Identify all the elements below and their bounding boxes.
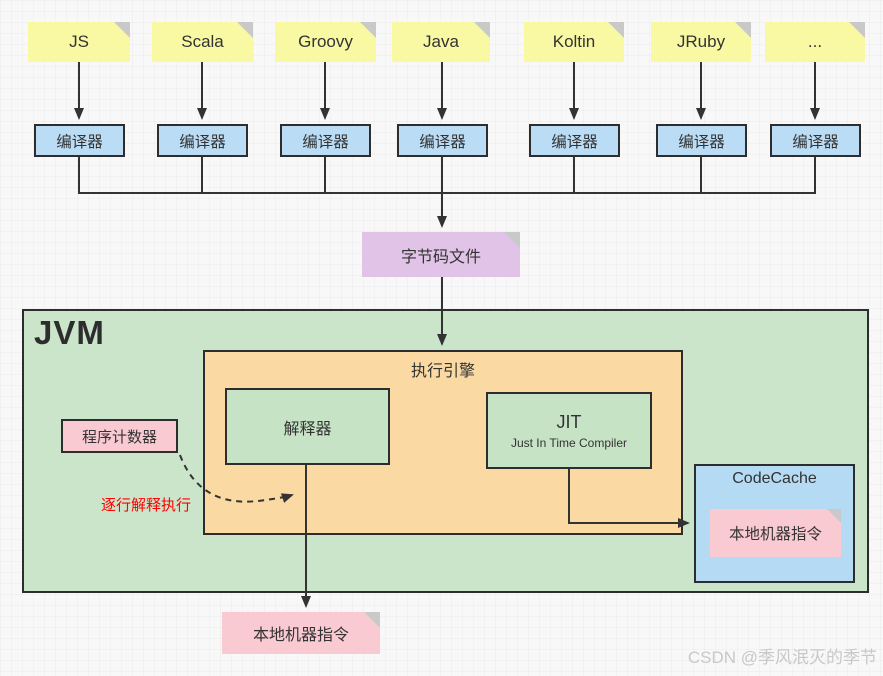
compiler-box-3: 编译器 (280, 124, 371, 157)
language-label: ... (807, 32, 823, 51)
note-fold-corner (360, 22, 376, 38)
language-note-others: ... (765, 22, 865, 62)
bytecode-note: 字节码文件 (362, 232, 520, 277)
note-fold-corner (504, 232, 520, 248)
compiler-box-5: 编译器 (529, 124, 620, 157)
native-instructions-label: 本地机器指令 (252, 627, 349, 644)
jit-box: JIT Just In Time Compiler (486, 392, 652, 469)
program-counter-label: 程序计数器 (81, 428, 157, 446)
note-fold-corner (735, 22, 751, 38)
compiler-label: 编译器 (56, 133, 103, 151)
codecache-native-note: 本地机器指令 (710, 509, 841, 557)
native-instructions-note: 本地机器指令 (222, 612, 380, 654)
jit-subtitle: Just In Time Compiler (510, 435, 628, 450)
interpreter-label: 解释器 (283, 420, 332, 438)
jvm-title: JVM (34, 314, 105, 351)
interpreter-box: 解释器 (225, 388, 390, 465)
compiler-bus-line (78, 157, 816, 194)
compiler-box-1: 编译器 (34, 124, 125, 157)
compiler-box-6: 编译器 (656, 124, 747, 157)
bytecode-label: 字节码文件 (400, 248, 481, 266)
language-note-jruby: JRuby (651, 22, 751, 62)
language-note-js: JS (28, 22, 130, 62)
note-fold-corner (114, 22, 130, 38)
jit-title: JIT (556, 411, 582, 432)
language-note-java: Java (392, 22, 490, 62)
language-note-koltin: Koltin (524, 22, 624, 62)
execution-engine-title: 执行引擎 (410, 363, 475, 380)
compiler-box-2: 编译器 (157, 124, 248, 157)
compiler-label: 编译器 (792, 133, 839, 151)
compiler-box-4: 编译器 (397, 124, 488, 157)
note-fold-corner (237, 22, 253, 38)
compiler-label: 编译器 (419, 133, 466, 151)
language-label: Java (423, 32, 459, 51)
note-fold-corner (608, 22, 624, 38)
language-label: JS (69, 32, 89, 51)
codecache-title: CodeCache (732, 470, 817, 487)
language-label: Groovy (298, 32, 353, 51)
interpret-annotation: 逐行解释执行 (101, 497, 192, 514)
compiler-box-7: 编译器 (770, 124, 861, 157)
language-label: Scala (181, 32, 224, 51)
watermark: CSDN @季风泯灭的季节 (687, 648, 877, 667)
codecache-native-label: 本地机器指令 (728, 526, 822, 543)
compiler-label: 编译器 (678, 133, 725, 151)
note-fold-corner (849, 22, 865, 38)
note-fold-corner (827, 509, 841, 523)
language-note-scala: Scala (152, 22, 253, 62)
compiler-label: 编译器 (179, 133, 226, 151)
program-counter-box: 程序计数器 (61, 419, 178, 453)
compiler-label: 编译器 (551, 133, 598, 151)
language-label: JRuby (676, 32, 726, 51)
note-fold-corner (364, 612, 380, 628)
note-fold-corner (474, 22, 490, 38)
compiler-label: 编译器 (302, 133, 349, 151)
language-note-groovy: Groovy (275, 22, 376, 62)
language-label: Koltin (552, 32, 596, 51)
